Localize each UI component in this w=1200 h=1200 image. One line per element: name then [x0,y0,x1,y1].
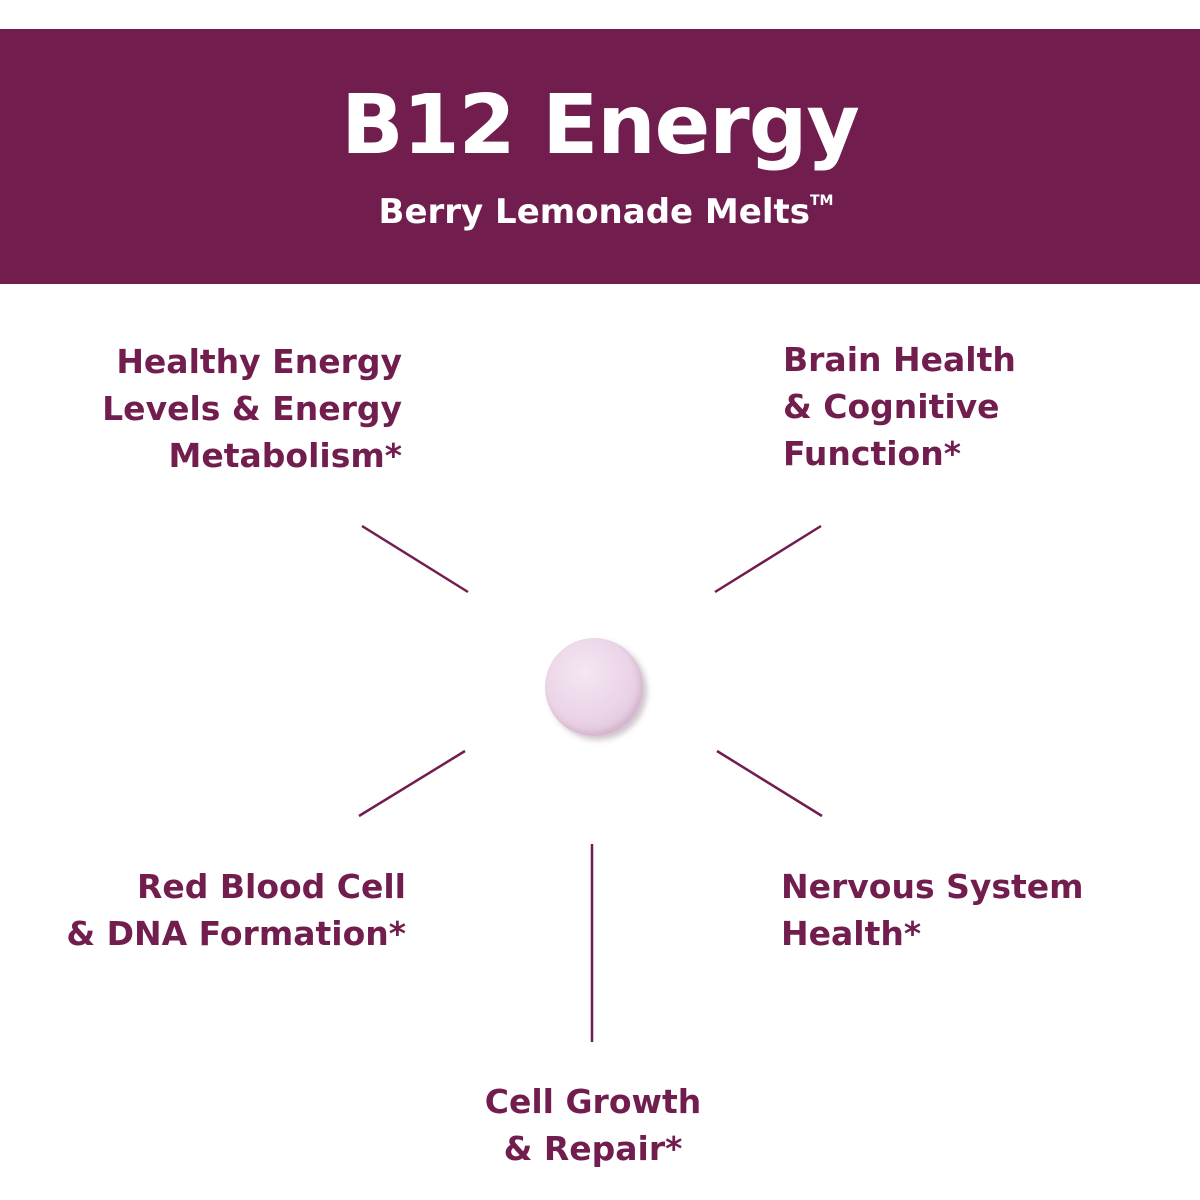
benefit-energy: Healthy Energy Levels & Energy Metabolis… [102,342,402,475]
benefit-cell: Cell Growth & Repair* [484,1082,702,1168]
trademark-mark: TM [809,193,834,209]
product-subtitle-text: Berry Lemonade Melts [378,192,810,232]
benefit-blood: Red Blood Cell & DNA Formation* [66,867,406,953]
tablet-image [545,638,643,736]
benefit-brain: Brain Health & Cognitive Function* [783,340,1016,473]
product-title: B12 Energy [341,78,860,173]
connector-line-blood [358,749,466,818]
connector-line-nervous [716,749,823,818]
header-banner: B12 Energy Berry Lemonade MeltsTM [0,29,1200,284]
connector-line-energy [361,524,469,594]
benefit-nervous: Nervous System Health* [781,867,1084,953]
product-subtitle: Berry Lemonade MeltsTM [0,179,1200,234]
connector-line-brain [714,524,822,594]
